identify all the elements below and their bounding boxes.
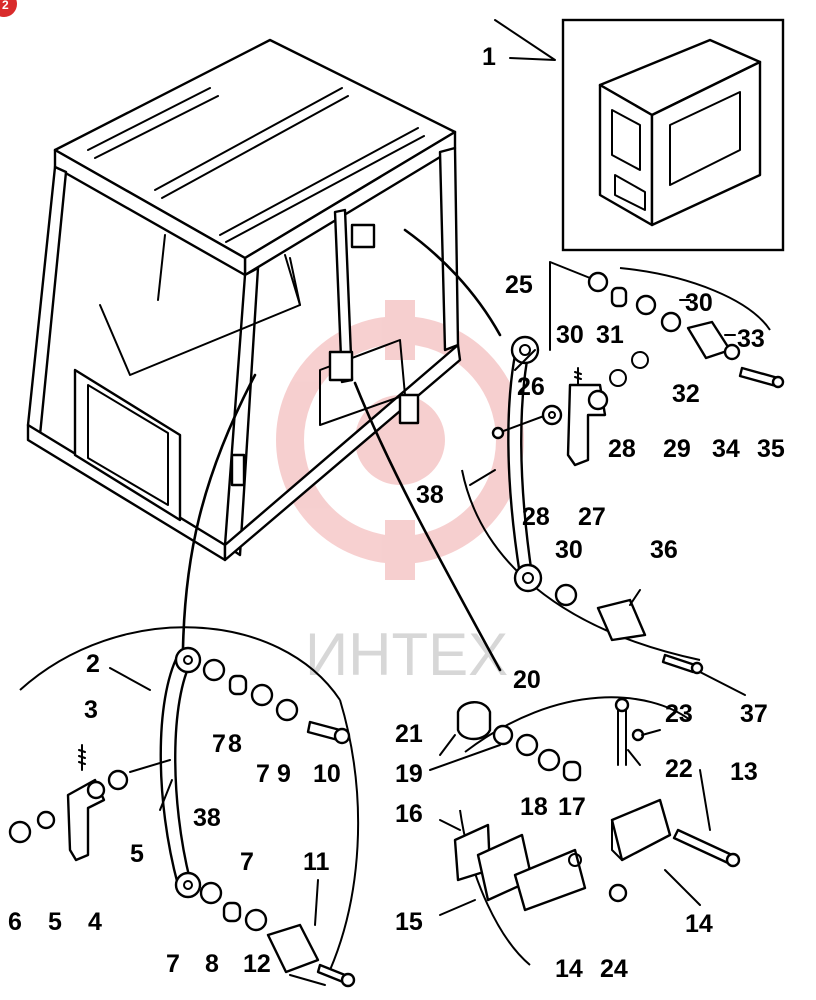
callout-2: 2 (86, 650, 100, 678)
callout-38: 38 (193, 804, 221, 832)
callout-26: 26 (517, 373, 545, 401)
callout-20: 20 (513, 666, 541, 694)
callout-7: 7 (240, 848, 254, 876)
callout-5: 5 (130, 840, 144, 868)
callout-23: 23 (665, 700, 693, 728)
svg-text:2: 2 (2, 0, 9, 12)
right-lower-assembly (453, 697, 741, 912)
callout-leaders (109, 299, 746, 986)
watermark-text: ИНТЕХ (305, 621, 508, 688)
callout-7: 7 (166, 950, 180, 978)
callout-25: 25 (505, 271, 533, 299)
callout-30: 30 (555, 536, 583, 564)
callout-8: 8 (205, 950, 219, 978)
callout-13: 13 (730, 758, 758, 786)
callout-22: 22 (665, 755, 693, 783)
callout-10: 10 (313, 760, 341, 788)
callout-24: 24 (600, 955, 628, 983)
callout-6: 6 (8, 908, 22, 936)
callout-28: 28 (522, 503, 550, 531)
callout-21: 21 (395, 720, 423, 748)
callout-32: 32 (672, 380, 700, 408)
callout-labels: 1 2 3 4 5 5 6 7 7 7 7 8 8 9 10 11 12 13 … (8, 43, 785, 983)
callout-35: 35 (757, 435, 785, 463)
left-lower-assembly (8, 646, 356, 988)
callout-34: 34 (712, 435, 740, 463)
callout-29: 29 (663, 435, 691, 463)
callout-8: 8 (228, 730, 242, 758)
upper-right-assembly (491, 271, 785, 675)
callout-3: 3 (84, 696, 98, 724)
callout-30: 30 (685, 289, 713, 317)
callout-30: 30 (556, 321, 584, 349)
callout-33: 33 (737, 325, 765, 353)
corner-badge: 2 (0, 0, 17, 17)
callout-18: 18 (520, 793, 548, 821)
callout-7: 7 (212, 730, 226, 758)
callout-12: 12 (243, 950, 271, 978)
callout-27: 27 (578, 503, 606, 531)
callout-17: 17 (558, 793, 586, 821)
callout-37: 37 (740, 700, 768, 728)
callout-7: 7 (256, 760, 270, 788)
callout-31: 31 (596, 321, 624, 349)
callout-36: 36 (650, 536, 678, 564)
callout-14: 14 (685, 910, 713, 938)
cab-inset (561, 18, 785, 252)
tractor-cab (26, 38, 462, 562)
callout-19: 19 (395, 760, 423, 788)
callout-38: 38 (416, 481, 444, 509)
callout-16: 16 (395, 800, 423, 828)
callout-5: 5 (48, 908, 62, 936)
callout-9: 9 (277, 760, 291, 788)
callout-1: 1 (482, 43, 496, 71)
callout-11: 11 (303, 848, 330, 876)
callout-15: 15 (395, 908, 423, 936)
callout-4: 4 (88, 908, 102, 936)
callout-14: 14 (555, 955, 583, 983)
callout-28: 28 (608, 435, 636, 463)
